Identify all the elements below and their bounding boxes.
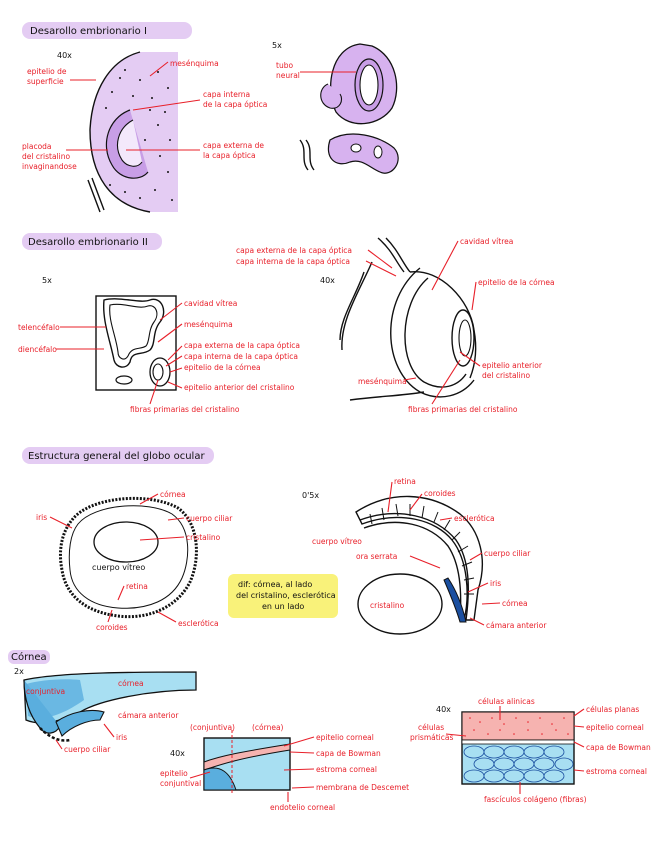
- svg-text:placoda: placoda: [22, 142, 52, 151]
- svg-text:prismáticas: prismáticas: [410, 733, 453, 742]
- svg-text:fibras primarias del cristalin: fibras primarias del cristalino: [408, 405, 518, 414]
- svg-text:5x: 5x: [42, 276, 52, 285]
- svg-text:córnea: córnea: [160, 490, 186, 499]
- svg-text:del cristalino, esclerótica: del cristalino, esclerótica: [236, 590, 336, 600]
- svg-text:células: células: [418, 723, 444, 732]
- svg-text:40x: 40x: [436, 705, 451, 714]
- svg-text:conjuntival: conjuntival: [160, 779, 201, 788]
- svg-text:cristalino: cristalino: [370, 601, 405, 610]
- svg-text:Desarollo embrionario II: Desarollo embrionario II: [28, 237, 148, 248]
- svg-text:coroides: coroides: [96, 623, 128, 632]
- note-box: dif: córnea, al lado del cristalino, esc…: [228, 574, 338, 618]
- section-title-2: Desarollo embrionario II: [22, 233, 162, 250]
- svg-text:esclerótica: esclerótica: [178, 619, 219, 628]
- svg-text:mesénquima: mesénquima: [358, 377, 407, 386]
- svg-text:fibras primarias del cristalin: fibras primarias del cristalino: [130, 405, 240, 414]
- svg-text:Estructura general del globo o: Estructura general del globo ocular: [28, 451, 205, 462]
- svg-text:capa de Bowman: capa de Bowman: [586, 743, 651, 752]
- svg-text:iris: iris: [116, 733, 127, 742]
- embryo-drawing-4: 40x capa externa de la capa óptica capa …: [236, 237, 555, 414]
- svg-text:la capa óptica: la capa óptica: [203, 151, 256, 160]
- svg-text:en un lado: en un lado: [262, 602, 304, 611]
- svg-text:córnea: córnea: [118, 679, 144, 688]
- svg-text:dif: córnea, al lado: dif: córnea, al lado: [238, 579, 312, 589]
- svg-text:esclerótica: esclerótica: [454, 514, 495, 523]
- svg-text:telencéfalo: telencéfalo: [18, 323, 60, 332]
- svg-text:capa externa de: capa externa de: [203, 141, 264, 150]
- svg-text:5x: 5x: [272, 41, 282, 50]
- svg-text:40x: 40x: [57, 51, 72, 60]
- section-title-1: Desarollo embrionario I: [22, 22, 192, 39]
- svg-text:capa de Bowman: capa de Bowman: [316, 749, 381, 758]
- svg-text:iris: iris: [36, 513, 47, 522]
- svg-text:cámara anterior: cámara anterior: [486, 621, 547, 630]
- svg-text:capa externa de la capa óptica: capa externa de la capa óptica: [184, 341, 300, 350]
- svg-text:cavidad vítrea: cavidad vítrea: [460, 237, 513, 246]
- svg-text:tubo: tubo: [276, 61, 293, 70]
- svg-text:del cristalino: del cristalino: [482, 371, 530, 380]
- cornea-drawing-1: 2x conjuntiva córnea cámara anterior iri…: [14, 667, 197, 754]
- svg-text:capa interna de la capa óptica: capa interna de la capa óptica: [184, 352, 298, 361]
- svg-text:epitelio: epitelio: [160, 769, 188, 778]
- svg-text:estroma corneal: estroma corneal: [586, 767, 647, 776]
- svg-text:Córnea: Córnea: [11, 651, 47, 663]
- svg-text:epitelio de: epitelio de: [27, 67, 67, 76]
- section-title-4: Córnea: [8, 650, 50, 664]
- svg-text:neural: neural: [276, 71, 300, 80]
- svg-text:epitelio anterior del cristali: epitelio anterior del cristalino: [184, 383, 295, 392]
- svg-text:0'5x: 0'5x: [302, 491, 319, 500]
- embryo-drawing-2: 5x tubo neural: [272, 41, 399, 174]
- svg-text:fascículos colágeno (fibras): fascículos colágeno (fibras): [484, 795, 587, 804]
- svg-text:epitelio corneal: epitelio corneal: [316, 733, 374, 742]
- svg-text:cuerpo ciliar: cuerpo ciliar: [484, 549, 531, 558]
- eyeball-drawing-2: 0'5x retina coroides esclerótica cuerpo …: [302, 477, 547, 635]
- svg-text:40x: 40x: [320, 276, 335, 285]
- svg-text:epitelio anterior: epitelio anterior: [482, 361, 543, 370]
- svg-text:cuerpo ciliar: cuerpo ciliar: [186, 514, 233, 523]
- svg-text:cuerpo vítreo: cuerpo vítreo: [312, 537, 362, 546]
- svg-text:mesénquima: mesénquima: [184, 320, 233, 329]
- svg-text:ora serrata: ora serrata: [356, 552, 397, 561]
- svg-text:células alinicas: células alinicas: [478, 697, 535, 706]
- svg-text:cámara anterior: cámara anterior: [118, 711, 179, 720]
- svg-text:invaginandose: invaginandose: [22, 162, 77, 171]
- svg-text:endotelio corneal: endotelio corneal: [270, 803, 335, 812]
- svg-text:(córnea): (córnea): [252, 723, 284, 732]
- cornea-drawing-3: 40x células alinicas células planas célu…: [410, 697, 651, 804]
- embryo-drawing-1: 40x mesénquima epitelio de superficie ca…: [22, 51, 267, 213]
- svg-text:iris: iris: [490, 579, 501, 588]
- svg-text:superficie: superficie: [27, 77, 64, 86]
- section-title-3: Estructura general del globo ocular: [22, 447, 214, 464]
- svg-text:estroma corneal: estroma corneal: [316, 765, 377, 774]
- svg-text:córnea: córnea: [502, 599, 528, 608]
- svg-text:membrana de Descemet: membrana de Descemet: [316, 783, 409, 792]
- svg-text:2x: 2x: [14, 667, 24, 676]
- svg-text:(conjuntiva): (conjuntiva): [190, 723, 235, 732]
- svg-text:coroides: coroides: [424, 489, 456, 498]
- svg-text:cristalino: cristalino: [186, 533, 221, 542]
- svg-text:células planas: células planas: [586, 705, 639, 714]
- svg-text:epitelio de la córnea: epitelio de la córnea: [184, 363, 261, 372]
- cornea-drawing-2: 40x (conjuntiva) (córnea) epitelio conju…: [160, 723, 409, 812]
- svg-text:de la capa óptica: de la capa óptica: [203, 100, 267, 109]
- svg-text:40x: 40x: [170, 749, 185, 758]
- svg-text:epitelio corneal: epitelio corneal: [586, 723, 644, 732]
- svg-text:Desarollo embrionario I: Desarollo embrionario I: [30, 26, 147, 37]
- svg-text:retina: retina: [126, 582, 148, 591]
- embryo-drawing-3: 5x telencéfalo diencéfalo cavidad vítrea…: [18, 276, 300, 414]
- eyeball-drawing-1: córnea iris cuerpo ciliar cristalino cue…: [36, 490, 233, 632]
- svg-text:cuerpo vítreo: cuerpo vítreo: [92, 563, 145, 572]
- svg-text:del cristalino: del cristalino: [22, 152, 70, 161]
- svg-text:diencéfalo: diencéfalo: [18, 345, 57, 354]
- svg-text:cuerpo ciliar: cuerpo ciliar: [64, 745, 111, 754]
- svg-text:epitelio de la córnea: epitelio de la córnea: [478, 278, 555, 287]
- svg-text:mesénquima: mesénquima: [170, 59, 219, 68]
- svg-text:retina: retina: [394, 477, 416, 486]
- svg-text:capa interna de la capa óptica: capa interna de la capa óptica: [236, 257, 350, 266]
- svg-text:conjuntiva: conjuntiva: [26, 687, 65, 696]
- svg-text:capa interna: capa interna: [203, 90, 250, 99]
- svg-text:capa externa de la capa óptica: capa externa de la capa óptica: [236, 246, 352, 255]
- svg-text:cavidad vítrea: cavidad vítrea: [184, 299, 237, 308]
